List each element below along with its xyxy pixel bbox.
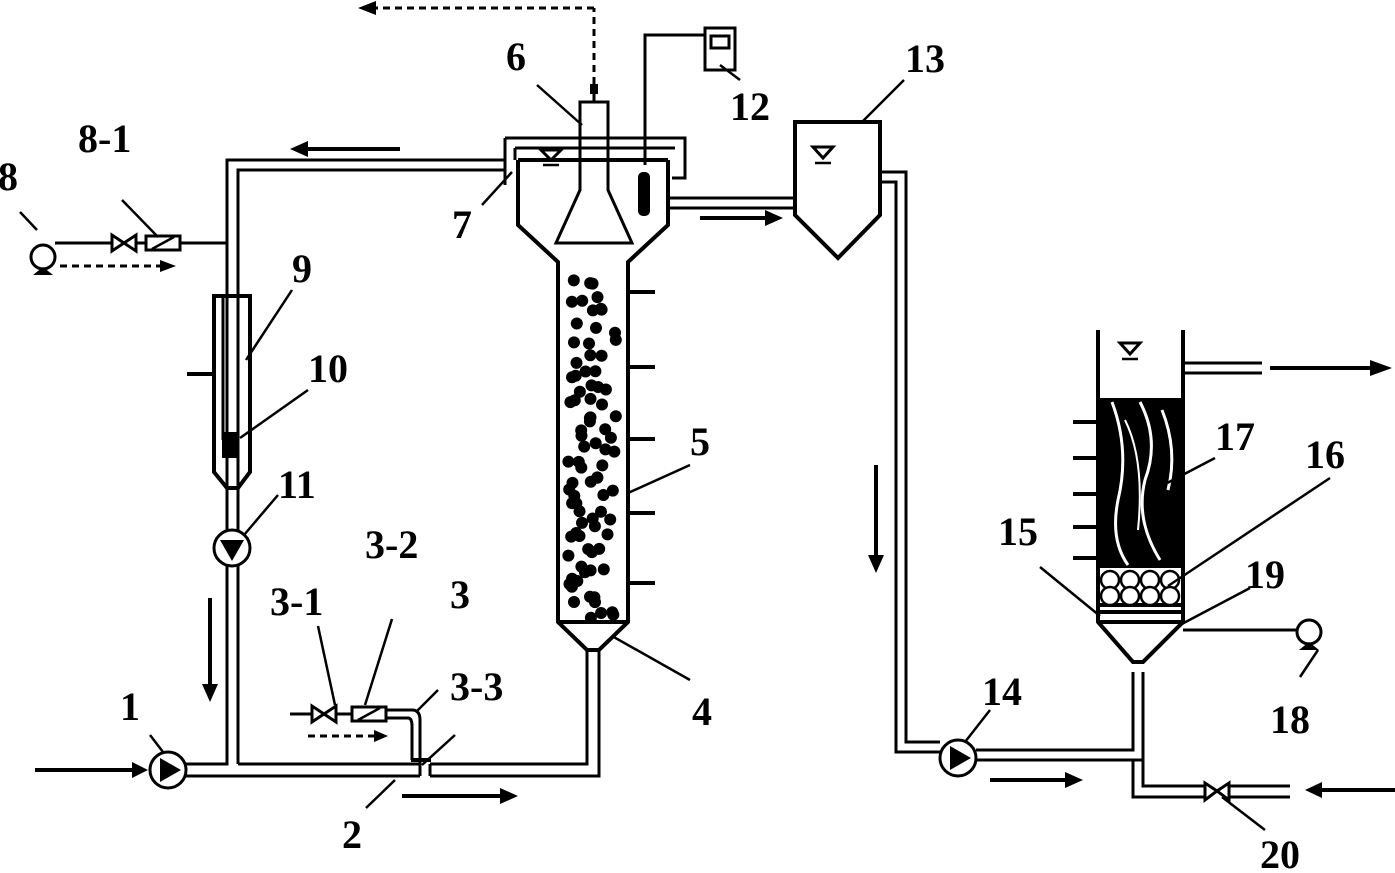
granule [595, 607, 608, 619]
label-14: 14 [982, 669, 1022, 714]
label-20: 20 [1260, 832, 1300, 873]
label-4: 4 [692, 689, 712, 734]
granule [609, 410, 622, 423]
granule [568, 336, 580, 349]
granule [584, 611, 597, 624]
granule [575, 461, 588, 474]
label-10: 10 [308, 346, 348, 391]
granule [586, 512, 599, 525]
granule [588, 591, 601, 604]
label-3-1: 3-1 [270, 579, 323, 624]
granule [570, 317, 583, 330]
settler-13 [793, 120, 940, 754]
granule [584, 392, 597, 405]
granule [597, 563, 610, 576]
pump-14-icon [938, 672, 1145, 778]
granule [599, 423, 612, 436]
granule [562, 455, 575, 468]
label-18: 18 [1270, 697, 1310, 742]
label-7: 7 [452, 202, 472, 247]
granule [570, 356, 583, 369]
label-2: 2 [342, 812, 362, 857]
granule [599, 383, 612, 396]
granule [584, 349, 597, 362]
label-8: 8 [0, 154, 18, 199]
label-16: 16 [1305, 432, 1345, 477]
leader-lines [19, 64, 1331, 831]
granule [591, 291, 604, 304]
granule [576, 516, 588, 529]
reactor [358, 1, 795, 652]
granule [591, 471, 604, 484]
granule [562, 549, 575, 562]
label-8-1: 8-1 [78, 116, 131, 161]
granule [586, 304, 599, 317]
label-9: 9 [292, 246, 312, 291]
granule [575, 560, 588, 573]
granule [595, 505, 607, 518]
label-3-2: 3-2 [365, 522, 418, 567]
label-11: 11 [278, 462, 316, 507]
granule [565, 295, 578, 308]
granule [578, 440, 591, 453]
label-3: 3 [450, 572, 470, 617]
label-6: 6 [506, 34, 526, 79]
granule [609, 333, 622, 346]
granule [567, 274, 580, 287]
granule [566, 371, 578, 384]
granular-sludge-bed [562, 274, 622, 624]
granule [584, 411, 597, 424]
granule [597, 489, 610, 501]
label-3-3: 3-3 [450, 664, 503, 709]
granule [568, 596, 580, 608]
granule [599, 443, 612, 456]
label-12: 12 [730, 84, 770, 129]
granule [563, 578, 576, 590]
granule [585, 546, 598, 559]
label-5: 5 [690, 419, 710, 464]
granule [579, 365, 592, 378]
label-1: 1 [120, 684, 140, 729]
component-labels: 1 2 3 3-1 3-2 3-3 4 5 6 7 8 8-1 9 10 11 … [0, 34, 1345, 873]
granule [563, 483, 576, 496]
granule [575, 429, 588, 442]
granule [595, 349, 608, 362]
granule [570, 527, 583, 539]
granule [596, 398, 608, 411]
dosing-line-3 [290, 703, 431, 764]
flow-arrows [202, 141, 1395, 804]
granule [606, 606, 619, 619]
granule [606, 484, 619, 497]
granule [564, 396, 577, 409]
granule [604, 431, 617, 444]
granule [604, 513, 617, 526]
granule [589, 365, 602, 378]
recycle-column [29, 232, 252, 764]
label-15: 15 [998, 509, 1038, 554]
granule [595, 303, 608, 316]
label-19: 19 [1245, 552, 1285, 597]
granule [566, 497, 579, 510]
granule [590, 321, 602, 334]
granule [601, 528, 614, 541]
granule [576, 294, 589, 307]
granule [596, 459, 609, 472]
granule [589, 437, 602, 450]
label-13: 13 [905, 36, 945, 81]
label-17: 17 [1215, 414, 1255, 459]
granule [584, 277, 597, 290]
granule [583, 337, 595, 350]
pump-1-icon [148, 750, 188, 790]
